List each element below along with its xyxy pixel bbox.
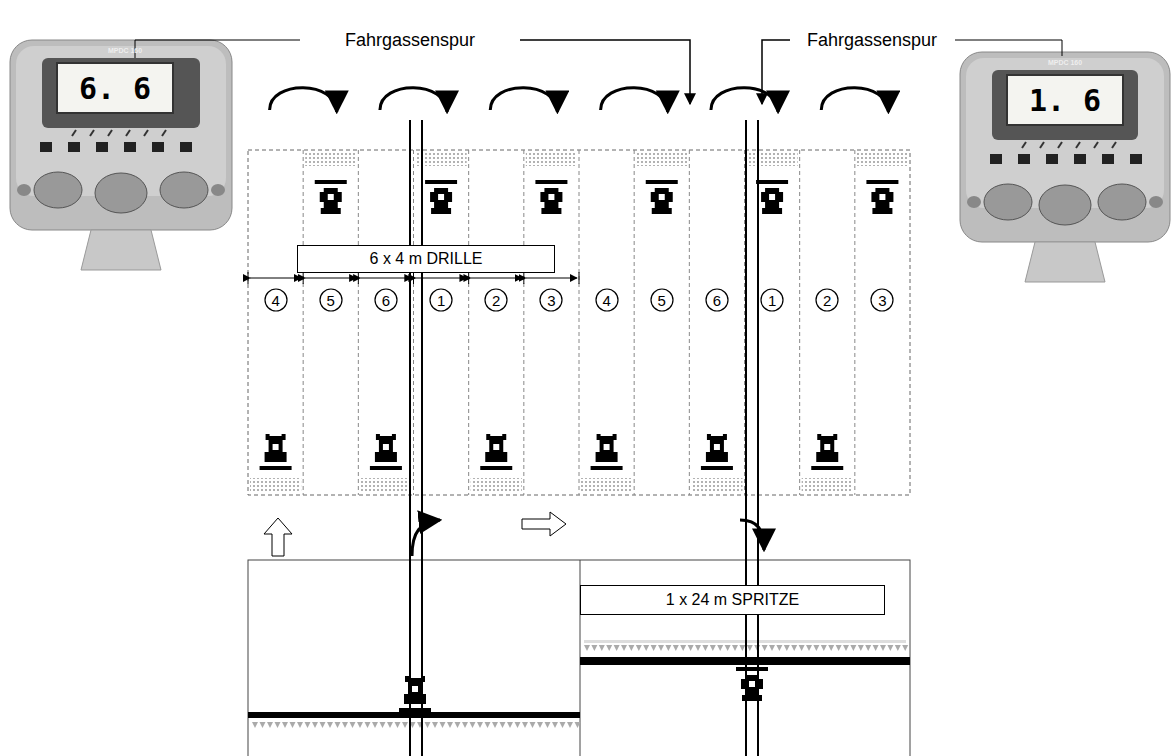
callout-number: 2	[492, 292, 500, 309]
callout-number: 1	[437, 292, 445, 309]
row-number: 3	[870, 288, 894, 312]
lcd-display: 6. 6	[56, 62, 174, 114]
turn-arrows	[270, 88, 889, 112]
row-number: 4	[264, 288, 288, 312]
callout-number: 6	[382, 292, 390, 309]
label-box: 1 x 24 m SPRITZE	[580, 585, 885, 615]
callout-number: 5	[658, 292, 666, 309]
track-label: Fahrgassenspur	[342, 30, 478, 51]
row-number: 2	[815, 288, 839, 312]
callout-number: 4	[602, 292, 610, 309]
row-number: 1	[429, 288, 453, 312]
control-unit	[10, 40, 232, 270]
tractor-icon	[260, 434, 292, 470]
tractor-icon	[535, 180, 567, 214]
callout-number: 3	[547, 292, 555, 309]
row-number: 5	[319, 288, 343, 312]
display-value: 6. 6	[79, 71, 151, 106]
tractor-icon	[480, 434, 512, 470]
lcd-display: 1. 6	[1006, 74, 1124, 126]
box-label: 1 x 24 m SPRITZE	[666, 591, 799, 609]
tractor-icon	[370, 434, 402, 470]
label-box: 6 x 4 m DRILLE	[297, 245, 555, 273]
callout-number: 4	[271, 292, 279, 309]
box-label: 6 x 4 m DRILLE	[370, 250, 483, 268]
row-number: 1	[760, 288, 784, 312]
row-number: 4	[595, 288, 619, 312]
width-arrows	[248, 272, 579, 284]
tramline-track	[410, 120, 758, 756]
row-number: 6	[705, 288, 729, 312]
row-number: 6	[374, 288, 398, 312]
track-label: Fahrgassenspur	[804, 30, 940, 51]
row-number: 3	[539, 288, 563, 312]
callout-number: 2	[823, 292, 831, 309]
travel-arrows	[264, 512, 764, 556]
sprayer-field	[248, 560, 910, 756]
display-value: 1. 6	[1029, 83, 1101, 118]
row-number: 2	[484, 288, 508, 312]
tractor-icon	[646, 180, 678, 214]
callout-number: 3	[878, 292, 886, 309]
tractor-icon	[315, 180, 347, 214]
tractor-icon	[591, 434, 623, 470]
tractor-icon	[736, 667, 768, 701]
tractor-icon	[866, 180, 898, 214]
tractor-icon	[701, 434, 733, 470]
tractor-icon	[425, 180, 457, 214]
callout-number: 1	[768, 292, 776, 309]
tractor-icon	[399, 676, 431, 712]
callout-number: 5	[327, 292, 335, 309]
device-name: MPDC 160	[1045, 59, 1085, 66]
device-name: MPDC 160	[105, 47, 145, 54]
tractor-icon	[756, 180, 788, 214]
callout-number: 6	[713, 292, 721, 309]
control-unit	[960, 52, 1170, 282]
tractor-icon	[811, 434, 843, 470]
row-number: 5	[650, 288, 674, 312]
seed-field	[248, 150, 910, 495]
